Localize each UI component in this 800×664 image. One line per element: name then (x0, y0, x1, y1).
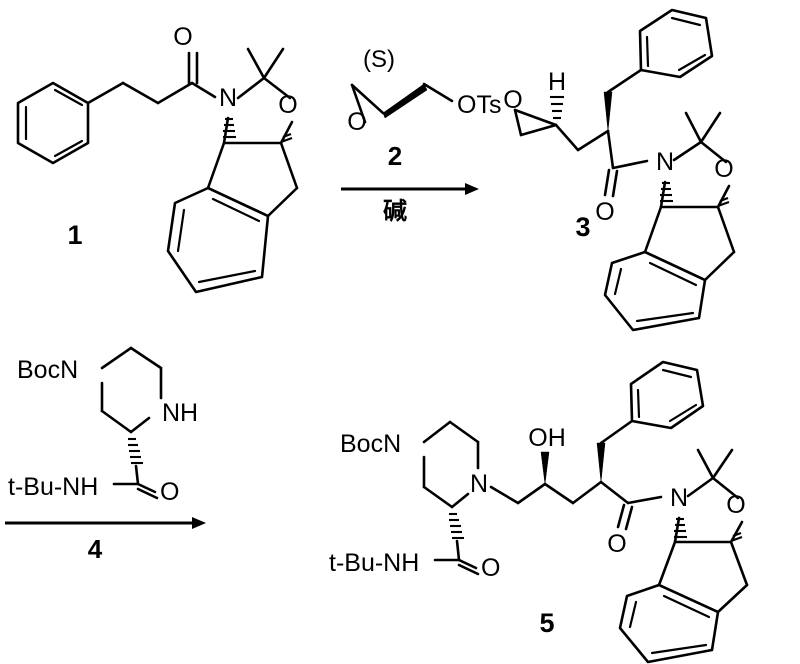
compound-3-structure: O H (503, 8, 736, 332)
stereo-wedge-benzyl-compound-5 (596, 442, 606, 483)
atom-label-o-amide-3: O (595, 198, 614, 226)
atom-label-n-oxazolidine-3: N (656, 148, 674, 176)
atom-label-o-oxazolidine-1: O (278, 91, 297, 119)
phenyl-ring-compound-3 (638, 8, 714, 79)
benzyl-ch2-bond-compound-5 (599, 419, 634, 445)
piperazine-ring-compound-5 (422, 420, 480, 509)
phenyl-ring-compound-1 (16, 81, 90, 165)
carbonyl-group-compound-1: O (173, 23, 199, 85)
atom-label-oh-5: OH (528, 424, 566, 452)
carboxamide-group-compound-4: O (112, 464, 179, 506)
stereo-wedge-compound-2 (382, 83, 428, 119)
atom-label-n-oxazolidine-5: N (670, 484, 688, 512)
atom-label-o-amide-1: O (173, 23, 192, 51)
stereo-hash-bonds-o-compound-5 (730, 532, 743, 542)
cyclopentane-ring-compound-5 (657, 540, 749, 614)
compound-1-structure: O N O (16, 23, 299, 294)
cyclopentane-ring-compound-1 (206, 141, 299, 218)
benzo-ring-compound-5 (618, 583, 720, 664)
stereo-hash-bonds-compound-5 (674, 517, 687, 539)
oxazolidine-ring-compound-3: O (659, 111, 734, 209)
atom-label-nh-4: NH (162, 399, 198, 427)
atom-label-bocn-4: BocN (17, 356, 78, 384)
chain-bond-b-compound-3 (576, 129, 610, 152)
epoxide-group-compound-3: O (503, 86, 558, 137)
stereo-hash-bonds-compound-3 (660, 181, 673, 203)
atom-label-n-piperazine-5: N (470, 470, 488, 498)
atom-label-tbu-nh-5: t-Bu-NH (329, 549, 419, 577)
oxazolidine-ring-compound-5: O (673, 448, 746, 544)
chain-bond-c-compound-5 (543, 482, 575, 505)
atom-label-o-carboxamide-5: O (481, 554, 500, 582)
reagent-4-structure: BocN NH (8, 346, 198, 506)
amide-cn-bond-compound-1 (190, 81, 217, 99)
reagent-2-structure: O OTs (S) (347, 46, 501, 136)
stereo-wedge-benzyl-compound-3 (603, 91, 613, 132)
atom-label-n-oxazolidine-1: N (219, 84, 237, 112)
atom-label-o-oxazolidine-3: O (714, 155, 733, 183)
carbonyl-group-compound-5: O (599, 480, 663, 558)
arrow-head-2 (192, 517, 206, 529)
carboxamide-group-compound-5: O (433, 539, 500, 582)
atom-label-o-amide-5: O (607, 530, 626, 558)
atom-label-o-oxazolidine-5: O (726, 491, 745, 519)
compound-label-1: 1 (67, 220, 82, 250)
arrow-1-reagent-label: 2 (388, 141, 402, 171)
atom-label-h-compound-3: H (548, 68, 566, 96)
compound-label-3: 3 (575, 212, 590, 242)
stereo-hash-amide-compound-5 (449, 512, 464, 540)
atom-label-o-epoxide-2: O (347, 108, 366, 136)
stereo-hash-bonds-o-compound-3 (717, 197, 730, 207)
benzyl-ch2-bond-compound-3 (606, 68, 643, 94)
arrow-2-reagent-label: 4 (88, 534, 103, 564)
atom-label-o-epoxide-3: O (503, 86, 522, 114)
cyclopentane-ring-compound-3 (643, 205, 736, 282)
atom-label-o-carboxamide-4: O (160, 478, 179, 506)
atom-label-bocn-5: BocN (340, 430, 401, 458)
compound-label-5: 5 (539, 608, 554, 638)
aminomethyl-chain-compound-5 (489, 482, 547, 505)
stereo-descriptor-s-compound-2: (S) (363, 46, 395, 73)
arrow-1-conditions-label: 碱 (383, 197, 407, 225)
atom-label-tbu-nh-4: t-Bu-NH (8, 473, 98, 501)
stereo-wedge-hydroxyl-compound-5 (540, 451, 550, 485)
carbonyl-group-compound-3: O (595, 129, 649, 226)
piperazine-ring-compound-4 (100, 346, 163, 434)
benzo-ring-compound-1 (166, 186, 270, 294)
reaction-arrow-1: 2 碱 (341, 141, 479, 225)
propanoyl-chain-compound-1 (86, 81, 194, 105)
stereo-hash-h-compound-3 (550, 95, 564, 120)
benzo-ring-compound-3 (603, 250, 707, 332)
atom-label-ots-2: OTs (457, 91, 501, 119)
stereo-hash-bonds-compound-1 (223, 117, 236, 139)
phenyl-ring-compound-5 (629, 360, 705, 430)
chain-bond-d-compound-5 (571, 480, 603, 505)
arrow-head-1 (465, 183, 479, 195)
stereo-hash-amide-compound-4 (128, 437, 143, 465)
chain-bond-a-compound-3 (554, 123, 580, 152)
compound-5-structure: BocN N OH (329, 360, 749, 664)
stereo-hash-bonds-o-compound-1 (280, 133, 293, 143)
reaction-arrow-2: 4 (5, 517, 206, 564)
